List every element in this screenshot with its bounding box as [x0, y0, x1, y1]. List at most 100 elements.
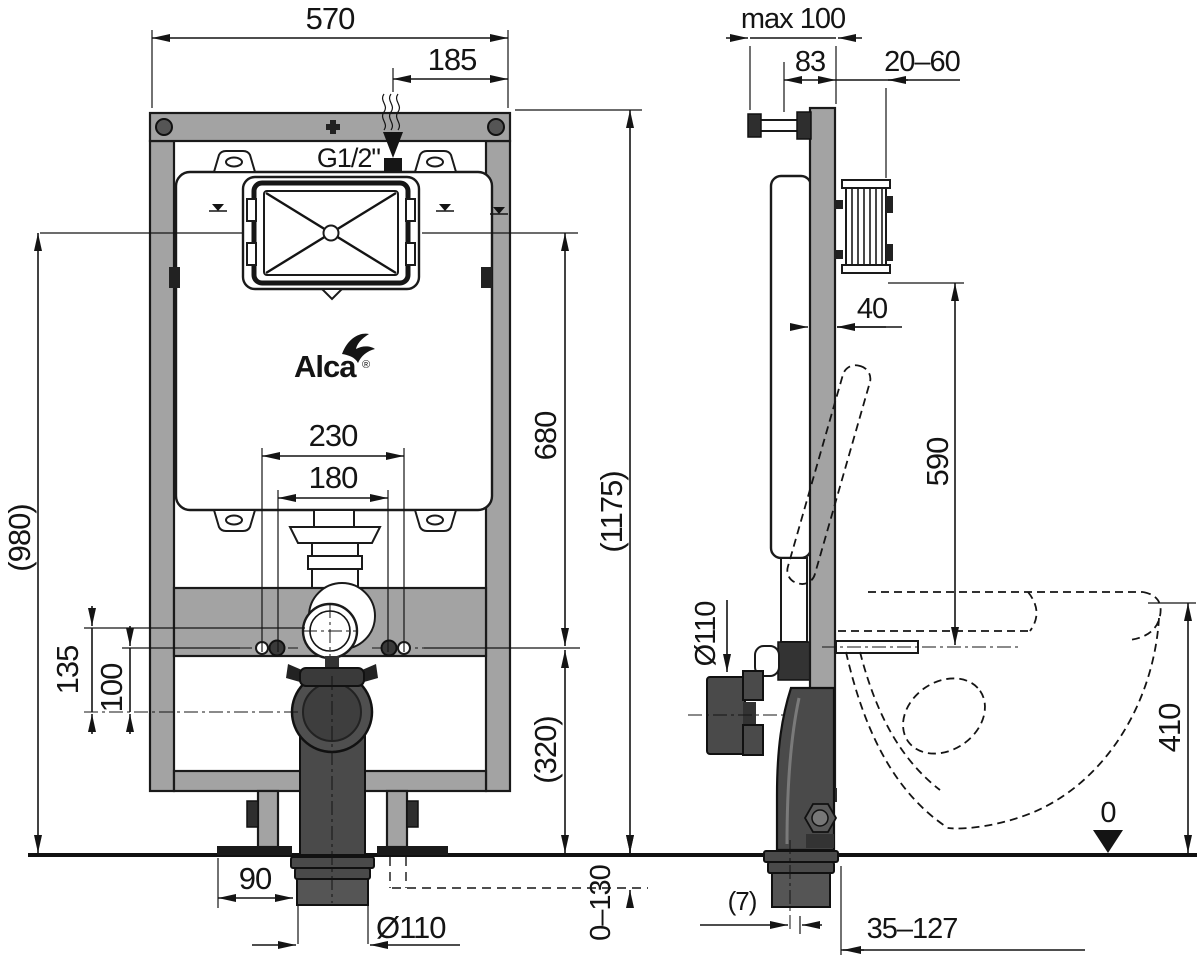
window-latch	[246, 198, 257, 222]
cross-mark-icon	[326, 120, 340, 134]
dim-outlet-axis-offset: (7)	[728, 886, 757, 916]
dim-drain-diameter: Ø110	[376, 910, 446, 945]
water-wave-icon	[388, 93, 394, 131]
housing-clip	[834, 250, 843, 259]
housing-cap	[841, 179, 891, 189]
side-view	[688, 106, 1162, 930]
toilet-lid	[786, 364, 872, 585]
tab-hole	[426, 156, 444, 168]
dim-drain-depth: 0–130	[585, 865, 617, 941]
corner-screw-icon	[155, 118, 173, 136]
side-clip	[169, 267, 180, 288]
drain-flange-side	[767, 861, 835, 874]
outlet-sleeve-flange	[742, 724, 764, 756]
inlet-connector	[384, 158, 402, 172]
dim-span-inner: 180	[309, 460, 358, 495]
dimensions-side: max 100 83 20–60 40 590 Ø110 410 0 (7)	[690, 3, 1196, 955]
toilet-bowl-back	[845, 651, 949, 829]
registered-mark: ®	[362, 359, 370, 371]
elbow-bracket	[806, 834, 834, 848]
leg-lock-knob	[406, 800, 419, 828]
window-pointer	[319, 288, 345, 301]
dim-fixing-line-offset: 100	[94, 663, 129, 712]
cistern-profile	[769, 174, 813, 560]
dim-outlet-diameter: Ø110	[690, 602, 722, 667]
elbow-highlight	[785, 697, 801, 845]
dim-water-offset: 185	[428, 42, 477, 77]
dim-profile-depth: 40	[857, 293, 887, 325]
clamp-wing	[286, 664, 302, 682]
flush-outlet	[313, 509, 355, 528]
elbow-nut-center	[811, 809, 829, 827]
clamp-wing	[362, 664, 378, 682]
flush-coupling	[307, 555, 363, 570]
fixing-bolt	[380, 639, 398, 657]
toilet-seat-cap	[1129, 591, 1162, 641]
anchor-block	[796, 111, 812, 140]
level-mark-icon	[209, 204, 227, 212]
dim-control-height: (980)	[2, 504, 37, 571]
tab-hole	[225, 514, 243, 526]
dimensions-front: 570 185 G1/2" (1175) 680 (320) (980) 230…	[2, 1, 648, 949]
toilet-dashed-outline	[786, 364, 1162, 830]
dim-module-height: 590	[920, 437, 955, 486]
toilet-bowl-inner-wall	[859, 651, 941, 791]
tab-hole	[426, 514, 444, 526]
dim-anchor-depth: max 100	[741, 3, 845, 35]
water-wave-icon	[395, 93, 401, 131]
dim-frame-depth: 83	[795, 46, 825, 78]
fixing-bolt	[268, 639, 286, 657]
corner-screw-icon	[487, 118, 505, 136]
outlet-sleeve-waist	[743, 702, 756, 724]
housing-clip	[834, 200, 843, 209]
wall-post	[808, 106, 837, 790]
dim-bowl-height: 410	[1152, 703, 1187, 752]
outlet-sleeve-flange	[742, 670, 764, 701]
flush-bracket	[777, 641, 812, 681]
level-mark-icon	[436, 204, 454, 212]
clamp-bolt	[325, 656, 339, 668]
front-view: Alca ®	[148, 93, 512, 906]
housing-cap	[841, 264, 891, 274]
left-foot-plate	[217, 846, 292, 855]
toilet-bowl-outer	[947, 617, 1160, 830]
flush-pipe-side	[780, 557, 808, 643]
dim-total-height: (1175)	[594, 471, 629, 552]
dim-span-outer: 230	[309, 418, 358, 453]
leg-lock-knob	[246, 800, 259, 828]
water-inlet	[381, 93, 403, 172]
housing-tab	[886, 244, 893, 261]
drain-flange-side	[763, 850, 839, 863]
flush-flange	[288, 526, 382, 544]
dim-fixing-to-floor: (320)	[528, 716, 563, 783]
level-mark-icon	[490, 207, 508, 215]
frame-left-post	[148, 139, 176, 793]
right-leg	[385, 789, 409, 849]
housing-tab	[886, 196, 893, 213]
dim-frame-width: 570	[306, 1, 355, 36]
side-clip	[481, 267, 492, 288]
dim-control-to-fixing: 680	[528, 411, 563, 460]
dim-outlet-offset: 135	[50, 646, 85, 695]
outlet-hook	[754, 645, 780, 677]
dim-floor-datum: 0	[1100, 797, 1115, 829]
right-foot-plate	[377, 846, 448, 855]
dim-foot-to-drain: 90	[239, 861, 272, 896]
dim-finish-thickness: 20–60	[884, 46, 960, 78]
window-latch	[405, 242, 416, 266]
datum-triangle-icon	[1093, 830, 1123, 853]
tab-hole	[225, 156, 243, 168]
window-latch	[405, 198, 416, 222]
left-leg	[256, 789, 280, 849]
brand-logo: Alca ®	[294, 333, 375, 384]
bird-icon	[342, 333, 375, 363]
dim-water-thread: G1/2"	[317, 143, 381, 173]
anchor-head	[747, 113, 762, 138]
inlet-arrow-icon	[383, 132, 403, 158]
dim-outlet-reach: 35–127	[867, 913, 958, 945]
window-latch	[246, 242, 257, 266]
water-wave-icon	[381, 93, 387, 131]
toilet-trap	[902, 677, 986, 755]
